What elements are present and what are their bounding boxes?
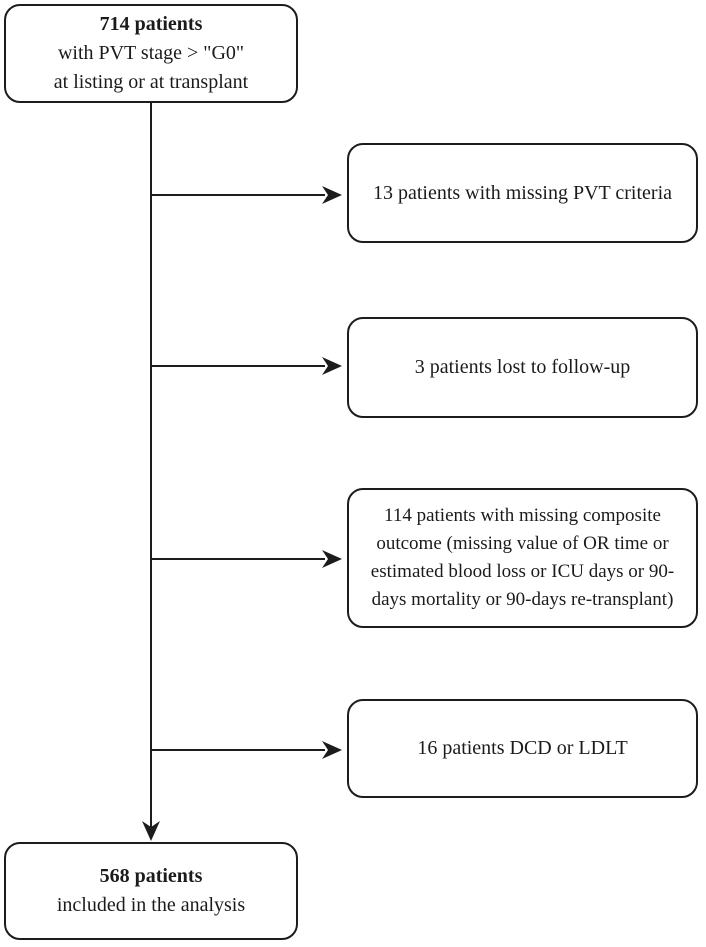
start-box-detail-2: at listing or at transplant bbox=[53, 71, 249, 93]
end-box: 568 patients included in the analysis bbox=[4, 842, 298, 940]
exclusion-box-missing-composite-outcome: 114 patients with missing composite outc… bbox=[347, 488, 698, 628]
start-box: 714 patients with PVT stage > "G0" at li… bbox=[4, 4, 298, 103]
start-box-count: 714 patients bbox=[99, 13, 203, 35]
exclusion-box-dcd-or-ldlt: 16 patients DCD or LDLT bbox=[347, 699, 698, 798]
branch-arrowhead-4-icon bbox=[322, 741, 342, 759]
branch-arrowhead-3-icon bbox=[322, 550, 342, 568]
exclusion-box-lost-to-follow-up: 3 patients lost to follow-up bbox=[347, 317, 698, 418]
end-box-detail: included in the analysis bbox=[56, 894, 246, 916]
exclusion-label: 3 patients lost to follow-up bbox=[414, 356, 631, 378]
start-box-detail-1: with PVT stage > "G0" bbox=[57, 42, 245, 64]
branch-arrowhead-1-icon bbox=[322, 186, 342, 204]
exclusion-label: 114 patients with missing composite outc… bbox=[370, 505, 675, 610]
exclusion-label: 16 patients DCD or LDLT bbox=[417, 737, 628, 759]
end-box-count: 568 patients bbox=[99, 865, 203, 887]
exclusion-label: 13 patients with missing PVT criteria bbox=[372, 181, 673, 204]
exclusion-box-missing-pvt-criteria: 13 patients with missing PVT criteria bbox=[347, 143, 698, 243]
branch-arrowhead-2-icon bbox=[322, 357, 342, 375]
down-arrowhead-icon bbox=[142, 821, 160, 841]
